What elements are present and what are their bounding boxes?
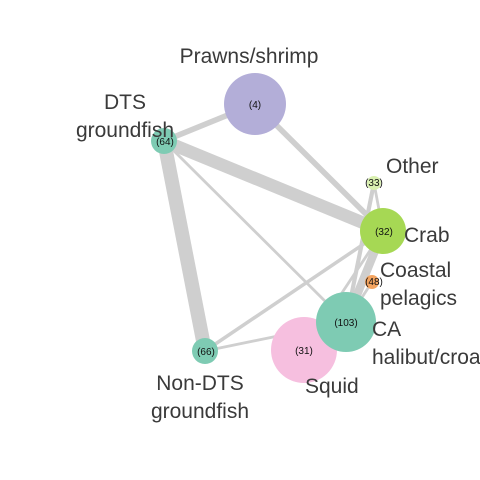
edge-non-dts-groundfish-to-crab	[204, 229, 384, 353]
nodes-layer: (4) (64) (33) (32) (31) (48) (103) (66)	[151, 73, 406, 383]
node-circle-coastal-pelagics	[365, 275, 379, 289]
node-label-crab: Crab	[404, 224, 450, 247]
node-label-line-other-0: Other	[386, 155, 439, 178]
node-label-prawns-shrimp: Prawns/shrimp	[180, 45, 319, 68]
node-label-other: Other	[386, 155, 439, 178]
node-label-line-ca-halibut-croaker-0: CA	[372, 318, 401, 341]
node-label-line-ca-halibut-croaker-1: halibut/croaker	[372, 346, 480, 369]
node-label-ca-halibut-croaker: CA halibut/croaker	[372, 318, 480, 369]
edges-layer	[157, 101, 387, 353]
node-label-dts-groundfish: DTS groundfish	[76, 91, 174, 142]
node-circle-non-dts-groundfish	[192, 338, 218, 364]
node-label-line-coastal-pelagics-0: Coastal	[380, 259, 451, 282]
node-coastal-pelagics: (48)	[365, 275, 383, 289]
node-circle-prawns-shrimp	[224, 73, 286, 135]
edge-dts-groundfish-to-non-dts-groundfish	[157, 139, 212, 353]
node-circle-ca-halibut-croaker	[316, 292, 376, 352]
node-count-other: (33)	[365, 178, 383, 189]
node-ca-halibut-croaker: (103)	[316, 292, 376, 352]
node-prawns-shrimp: (4)	[224, 73, 286, 135]
node-count-non-dts-groundfish: (66)	[197, 347, 215, 358]
node-circle-dts-groundfish	[151, 128, 177, 154]
node-count-dts-groundfish: (64)	[156, 137, 174, 148]
node-count-prawns-shrimp: (4)	[249, 100, 261, 111]
node-count-crab: (32)	[375, 227, 393, 238]
node-label-line-dts-groundfish-1: groundfish	[76, 119, 174, 142]
node-other: (33)	[365, 176, 383, 190]
node-crab: (32)	[360, 208, 406, 254]
edge-dts-groundfish-to-crab	[161, 135, 386, 237]
node-label-coastal-pelagics: Coastal pelagics	[380, 259, 457, 310]
node-count-ca-halibut-croaker: (103)	[334, 318, 357, 329]
node-circle-other	[367, 176, 381, 190]
node-count-coastal-pelagics: (48)	[365, 277, 383, 288]
node-label-line-prawns-shrimp-0: Prawns/shrimp	[180, 45, 319, 68]
node-label-squid: Squid	[305, 375, 359, 398]
node-label-line-squid-0: Squid	[305, 375, 359, 398]
node-circle-crab	[360, 208, 406, 254]
node-count-squid: (31)	[295, 346, 313, 357]
node-label-line-coastal-pelagics-1: pelagics	[380, 287, 457, 310]
edge-dts-groundfish-to-ca-halibut-croaker	[163, 140, 347, 323]
node-label-line-non-dts-groundfish-1: groundfish	[151, 400, 249, 423]
node-label-line-non-dts-groundfish-0: Non-DTS	[156, 372, 244, 395]
node-label-non-dts-groundfish: Non-DTS groundfish	[151, 372, 249, 423]
node-label-line-dts-groundfish-0: DTS	[104, 91, 146, 114]
node-label-line-crab-0: Crab	[404, 224, 450, 247]
node-non-dts-groundfish: (66)	[192, 338, 218, 364]
node-dts-groundfish: (64)	[151, 128, 177, 154]
